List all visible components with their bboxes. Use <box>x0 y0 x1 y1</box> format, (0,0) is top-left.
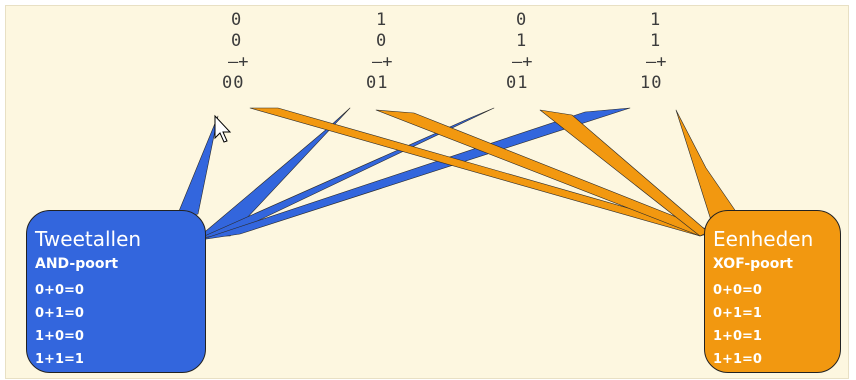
and-box-rules: 0+0=0 0+1=0 1+0=0 1+1=1 <box>35 279 84 371</box>
operator: —+ <box>512 52 533 72</box>
sum-column-3: 0 1 —+ 01 <box>506 10 566 94</box>
xor-box-rules: 0+0=0 0+1=1 1+0=1 1+1=0 <box>713 279 762 371</box>
and-gate-box: Tweetallen AND-poort 0+0=0 0+1=0 1+0=0 1… <box>26 210 206 373</box>
xor-rule: 0+1=1 <box>713 306 762 321</box>
and-rule: 1+0=0 <box>35 329 84 344</box>
sum-result: 10 <box>640 73 663 93</box>
sum-result: 01 <box>366 73 389 93</box>
sum-column-1: 0 0 —+ 00 <box>222 10 282 94</box>
digit-b: 1 <box>516 31 527 51</box>
digit-a: 1 <box>650 10 661 30</box>
sum-result: 01 <box>506 73 529 93</box>
digit-b: 0 <box>376 31 387 51</box>
sum-result: 00 <box>222 73 245 93</box>
digit-a: 0 <box>231 10 242 30</box>
operator: —+ <box>228 52 249 72</box>
xor-beam-col1 <box>249 107 713 237</box>
sum-column-2: 1 0 —+ 01 <box>366 10 426 94</box>
operator: —+ <box>372 52 393 72</box>
digit-a: 0 <box>516 10 527 30</box>
xor-box-gate-label: XOF-poort <box>713 256 793 272</box>
and-rule: 1+1=1 <box>35 352 84 367</box>
operator: —+ <box>646 52 667 72</box>
mouse-cursor-icon <box>214 114 232 143</box>
sum-column-4: 1 1 —+ 10 <box>640 10 700 94</box>
xor-gate-box: Eenheden XOF-poort 0+0=0 0+1=1 1+0=1 1+1… <box>704 210 841 373</box>
and-box-title: Tweetallen <box>35 227 142 251</box>
xor-rule: 0+0=0 <box>713 283 762 298</box>
xor-box-title: Eenheden <box>713 227 814 251</box>
and-box-gate-label: AND-poort <box>35 256 119 272</box>
digit-b: 1 <box>650 31 661 51</box>
xor-rule: 1+1=0 <box>713 352 762 367</box>
digit-a: 1 <box>376 10 387 30</box>
and-rule: 0+0=0 <box>35 283 84 298</box>
and-rule: 0+1=0 <box>35 306 84 321</box>
xor-rule: 1+0=1 <box>713 329 762 344</box>
digit-b: 0 <box>231 31 242 51</box>
